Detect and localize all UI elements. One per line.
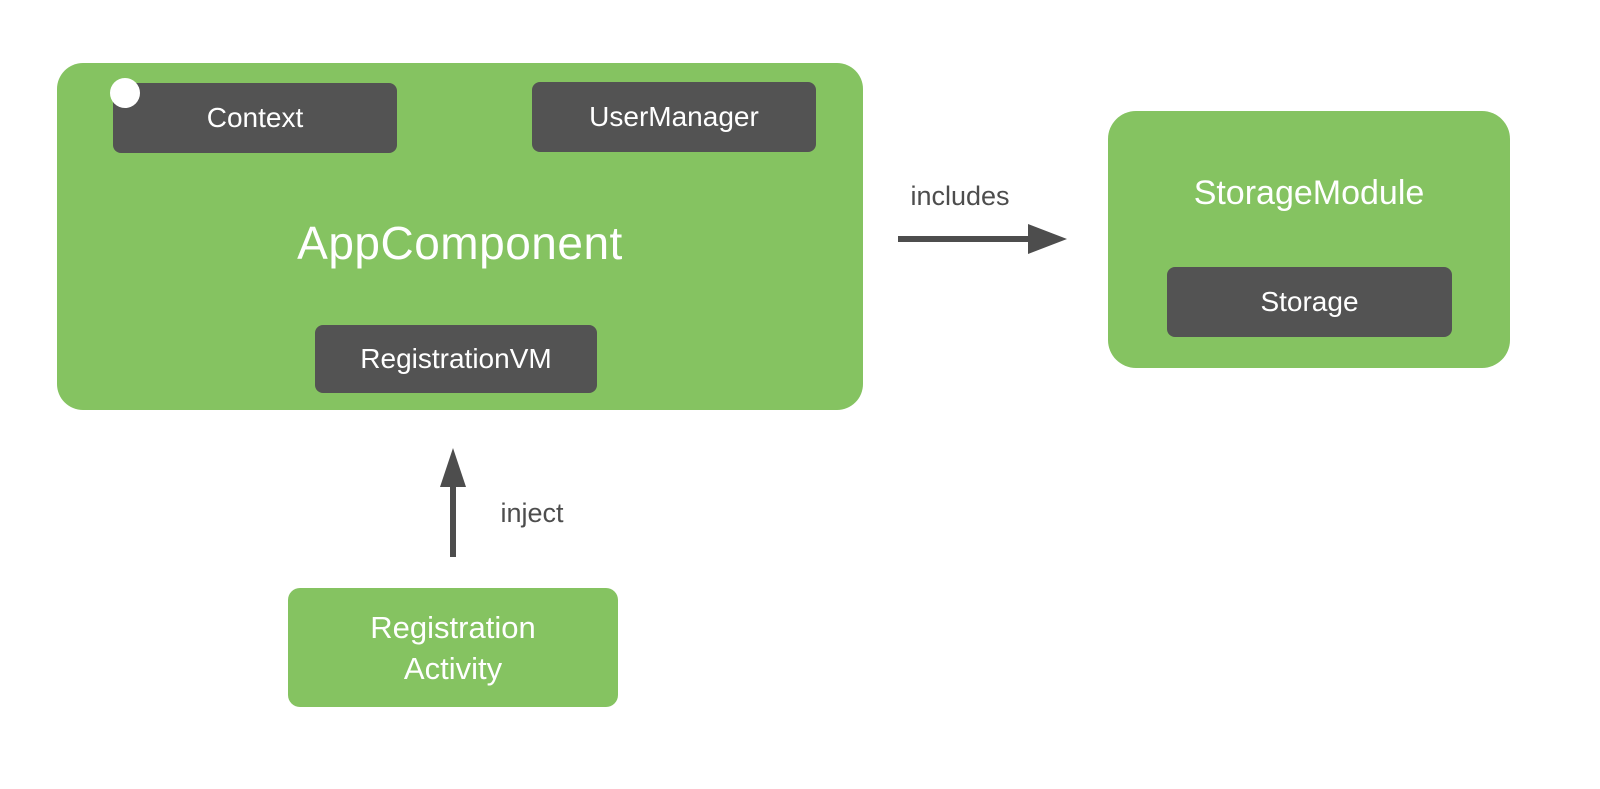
app-component-box: Context UserManager AppComponent Registr… bbox=[57, 63, 863, 410]
storage-node: Storage bbox=[1167, 267, 1452, 337]
includes-edge-label: includes bbox=[910, 181, 1010, 211]
inject-arrow-head-icon bbox=[440, 448, 466, 487]
registration-vm-label: RegistrationVM bbox=[360, 343, 552, 374]
registration-activity-box: Registration Activity bbox=[288, 588, 618, 707]
storage-module-title: StorageModule bbox=[1193, 174, 1425, 212]
includes-arrow-line bbox=[898, 236, 1028, 242]
context-label: Context bbox=[206, 102, 304, 133]
registration-activity-line2: Activity bbox=[403, 650, 503, 686]
registration-vm-node: RegistrationVM bbox=[315, 325, 597, 393]
scope-dot-icon bbox=[110, 78, 140, 108]
includes-arrow-head-icon bbox=[1028, 224, 1067, 254]
registration-activity-line1: Registration bbox=[370, 609, 536, 645]
app-component-title: AppComponent bbox=[297, 217, 623, 269]
storage-label: Storage bbox=[1260, 286, 1359, 317]
inject-edge-label: inject bbox=[500, 498, 564, 528]
storage-module-box: StorageModule Storage bbox=[1108, 111, 1510, 368]
user-manager-node: UserManager bbox=[532, 82, 816, 152]
user-manager-label: UserManager bbox=[589, 101, 759, 132]
context-node: Context bbox=[113, 83, 397, 153]
inject-arrow-line bbox=[450, 486, 456, 557]
